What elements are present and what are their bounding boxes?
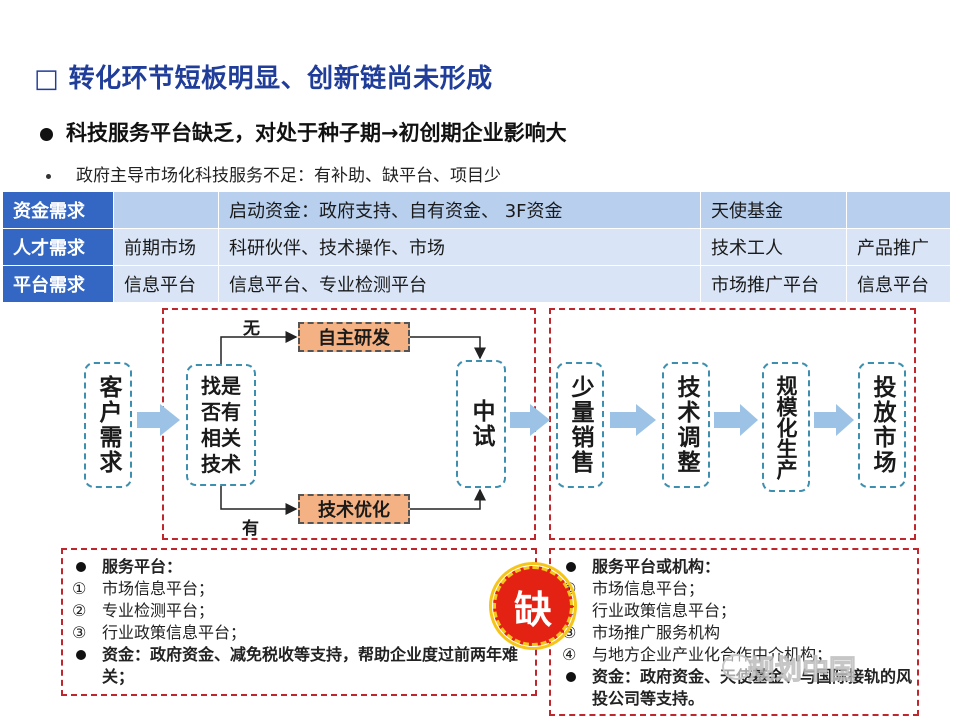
label-yes: 有: [242, 519, 259, 539]
node-label: 客户需求: [95, 375, 121, 475]
list-text: 市场信息平台；: [592, 579, 705, 598]
list-item: ④ 与地方企业产业化合作中介机构；: [556, 644, 916, 666]
node-label: 规模化生产: [774, 374, 798, 480]
table-cell: 市场推广平台: [700, 265, 847, 303]
flow-arrow-icon: [510, 404, 550, 436]
table-cell: [846, 191, 951, 229]
connector-line: [410, 488, 486, 510]
market-launch-node: 投放市场: [858, 362, 906, 488]
list-item: 服务平台或机构：: [556, 556, 916, 578]
lack-badge: 缺: [493, 566, 573, 646]
bullet-dot-icon: [566, 562, 576, 572]
bullet-dot-icon: [76, 562, 86, 572]
connector-line: [220, 486, 298, 515]
list-item: 资金：政府资金、减免税收等支持，帮助企业度过前两年难关；: [66, 644, 526, 688]
list-item: ① 市场信息平台；: [66, 578, 526, 600]
label-no: 无: [243, 319, 260, 339]
list-item: 资金：政府资金、天使基金、与国际接轨的风投公司等支持。: [556, 666, 916, 710]
list-text: 市场信息平台；: [102, 579, 215, 598]
table-cell: 人才需求: [2, 228, 114, 266]
node-label: 投放市场: [869, 375, 895, 475]
node-label: 少量销售: [567, 375, 593, 475]
list-text: 与地方企业产业化合作中介机构；: [592, 645, 833, 664]
list-item: ②行业政策信息平台；: [556, 600, 916, 622]
bullet-dot-icon: [566, 672, 576, 682]
list-item: ② 专业检测平台；: [66, 600, 526, 622]
table-row: 平台需求 信息平台 信息平台、专业检测平台 市场推广平台 信息平台: [2, 265, 951, 303]
node-label: 中试: [468, 399, 494, 449]
list-heading: 服务平台：: [102, 557, 183, 576]
bullet-dot-icon: [76, 650, 86, 660]
tech-search-node: 找是否有相关技术: [186, 364, 256, 486]
list-number: ②: [72, 601, 87, 620]
table-cell: 技术工人: [700, 228, 847, 266]
list-text: 资金：政府资金、天使基金、与国际接轨的风投公司等支持。: [592, 667, 913, 708]
small-sales-node: 少量销售: [556, 362, 604, 488]
badge-ring: [489, 562, 577, 650]
table-row: 人才需求 前期市场 科研伙伴、技术操作、市场 技术工人 产品推广: [2, 228, 951, 266]
table-row: 资金需求 启动资金：政府支持、自有资金、 3F资金 天使基金: [2, 191, 951, 229]
list-number: ①: [72, 579, 87, 598]
list-text: 行业政策信息平台；: [592, 601, 737, 620]
commercial-stage-box: [549, 308, 916, 540]
tech-optimization-node: 技术优化: [298, 494, 410, 524]
list-item: ③ 行业政策信息平台；: [66, 622, 526, 644]
list-text: 行业政策信息平台；: [102, 623, 247, 642]
table-cell: 信息平台: [846, 265, 951, 303]
list-text: 专业检测平台；: [102, 601, 215, 620]
connector-line: [220, 331, 298, 364]
flow-arrow-icon: [610, 404, 656, 436]
table-cell: 科研伙伴、技术操作、市场: [218, 228, 701, 266]
list-heading: 服务平台或机构：: [592, 557, 721, 576]
wechat-icon: [722, 654, 752, 680]
page-title: □ 转化环节短板明显、创新链尚未形成: [34, 64, 493, 94]
table-cell: 产品推广: [846, 228, 951, 266]
connector-line: [410, 336, 486, 360]
list-item: 服务平台：: [66, 556, 526, 578]
sub-bullet: 政府主导市场化科技服务不足：有补助、缺平台、项目少: [76, 166, 501, 186]
left-shortage-list: 服务平台： ① 市场信息平台； ② 专业检测平台； ③ 行业政策信息平台； 资金：政府…: [66, 556, 526, 688]
node-label: 技术调整: [673, 375, 699, 475]
tech-adjust-node: 技术调整: [662, 362, 710, 488]
flow-arrow-icon: [137, 404, 180, 436]
requirements-table: 资金需求 启动资金：政府支持、自有资金、 3F资金 天使基金 人才需求 前期市场…: [2, 191, 951, 303]
watermark: 规划中国: [748, 655, 857, 687]
node-label: 找是否有相关技术: [201, 374, 241, 476]
customer-demand-node: 客户需求: [84, 362, 132, 488]
list-text: 市场推广服务机构: [592, 623, 721, 642]
table-cell: 平台需求: [2, 265, 114, 303]
bullet-dot-icon: [40, 128, 53, 141]
list-text: 资金：政府资金、减免税收等支持，帮助企业度过前两年难关；: [102, 645, 519, 686]
flow-arrow-icon: [714, 404, 758, 436]
list-number: ④: [562, 645, 577, 664]
table-cell: [113, 191, 219, 229]
pilot-test-node: 中试: [456, 360, 506, 488]
table-cell: 信息平台、专业检测平台: [218, 265, 701, 303]
flow-arrow-icon: [814, 404, 854, 436]
self-rd-node: 自主研发: [298, 322, 410, 352]
main-bullet: 科技服务平台缺乏，对处于种子期→初创期企业影响大: [66, 121, 567, 145]
table-cell: 启动资金：政府支持、自有资金、 3F资金: [218, 191, 701, 229]
sub-bullet-dot-icon: [46, 174, 51, 179]
mass-production-node: 规模化生产: [762, 362, 810, 492]
table-cell: 信息平台: [113, 265, 219, 303]
list-number: ③: [72, 623, 87, 642]
